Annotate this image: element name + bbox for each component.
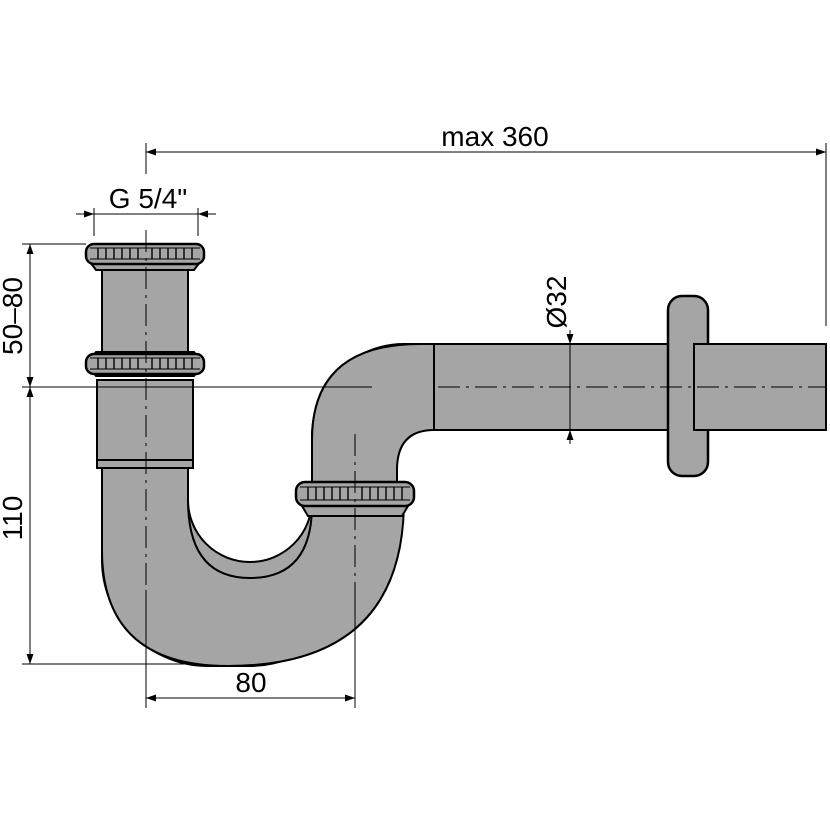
pipe-diameter-label: Ø32 — [541, 276, 572, 329]
dimension-lines — [26, 148, 826, 702]
max-length-label: max 360 — [441, 121, 548, 152]
adjustable-height-label: 50–80 — [0, 277, 28, 355]
wall-rosette — [666, 294, 827, 478]
trap-height-label: 110 — [0, 496, 28, 541]
inlet-sleeve-base — [96, 459, 194, 469]
inlet-pipe-upper — [101, 269, 189, 355]
trap-nut — [294, 480, 416, 517]
trap-offset-label: 80 — [235, 667, 266, 698]
inlet-sleeve — [96, 379, 194, 467]
upper-bend-clean — [311, 343, 435, 493]
center-lines — [145, 230, 826, 596]
thread-size-label: G 5/4" — [109, 183, 187, 214]
middle-nut — [84, 351, 206, 377]
top-nut — [84, 242, 206, 271]
